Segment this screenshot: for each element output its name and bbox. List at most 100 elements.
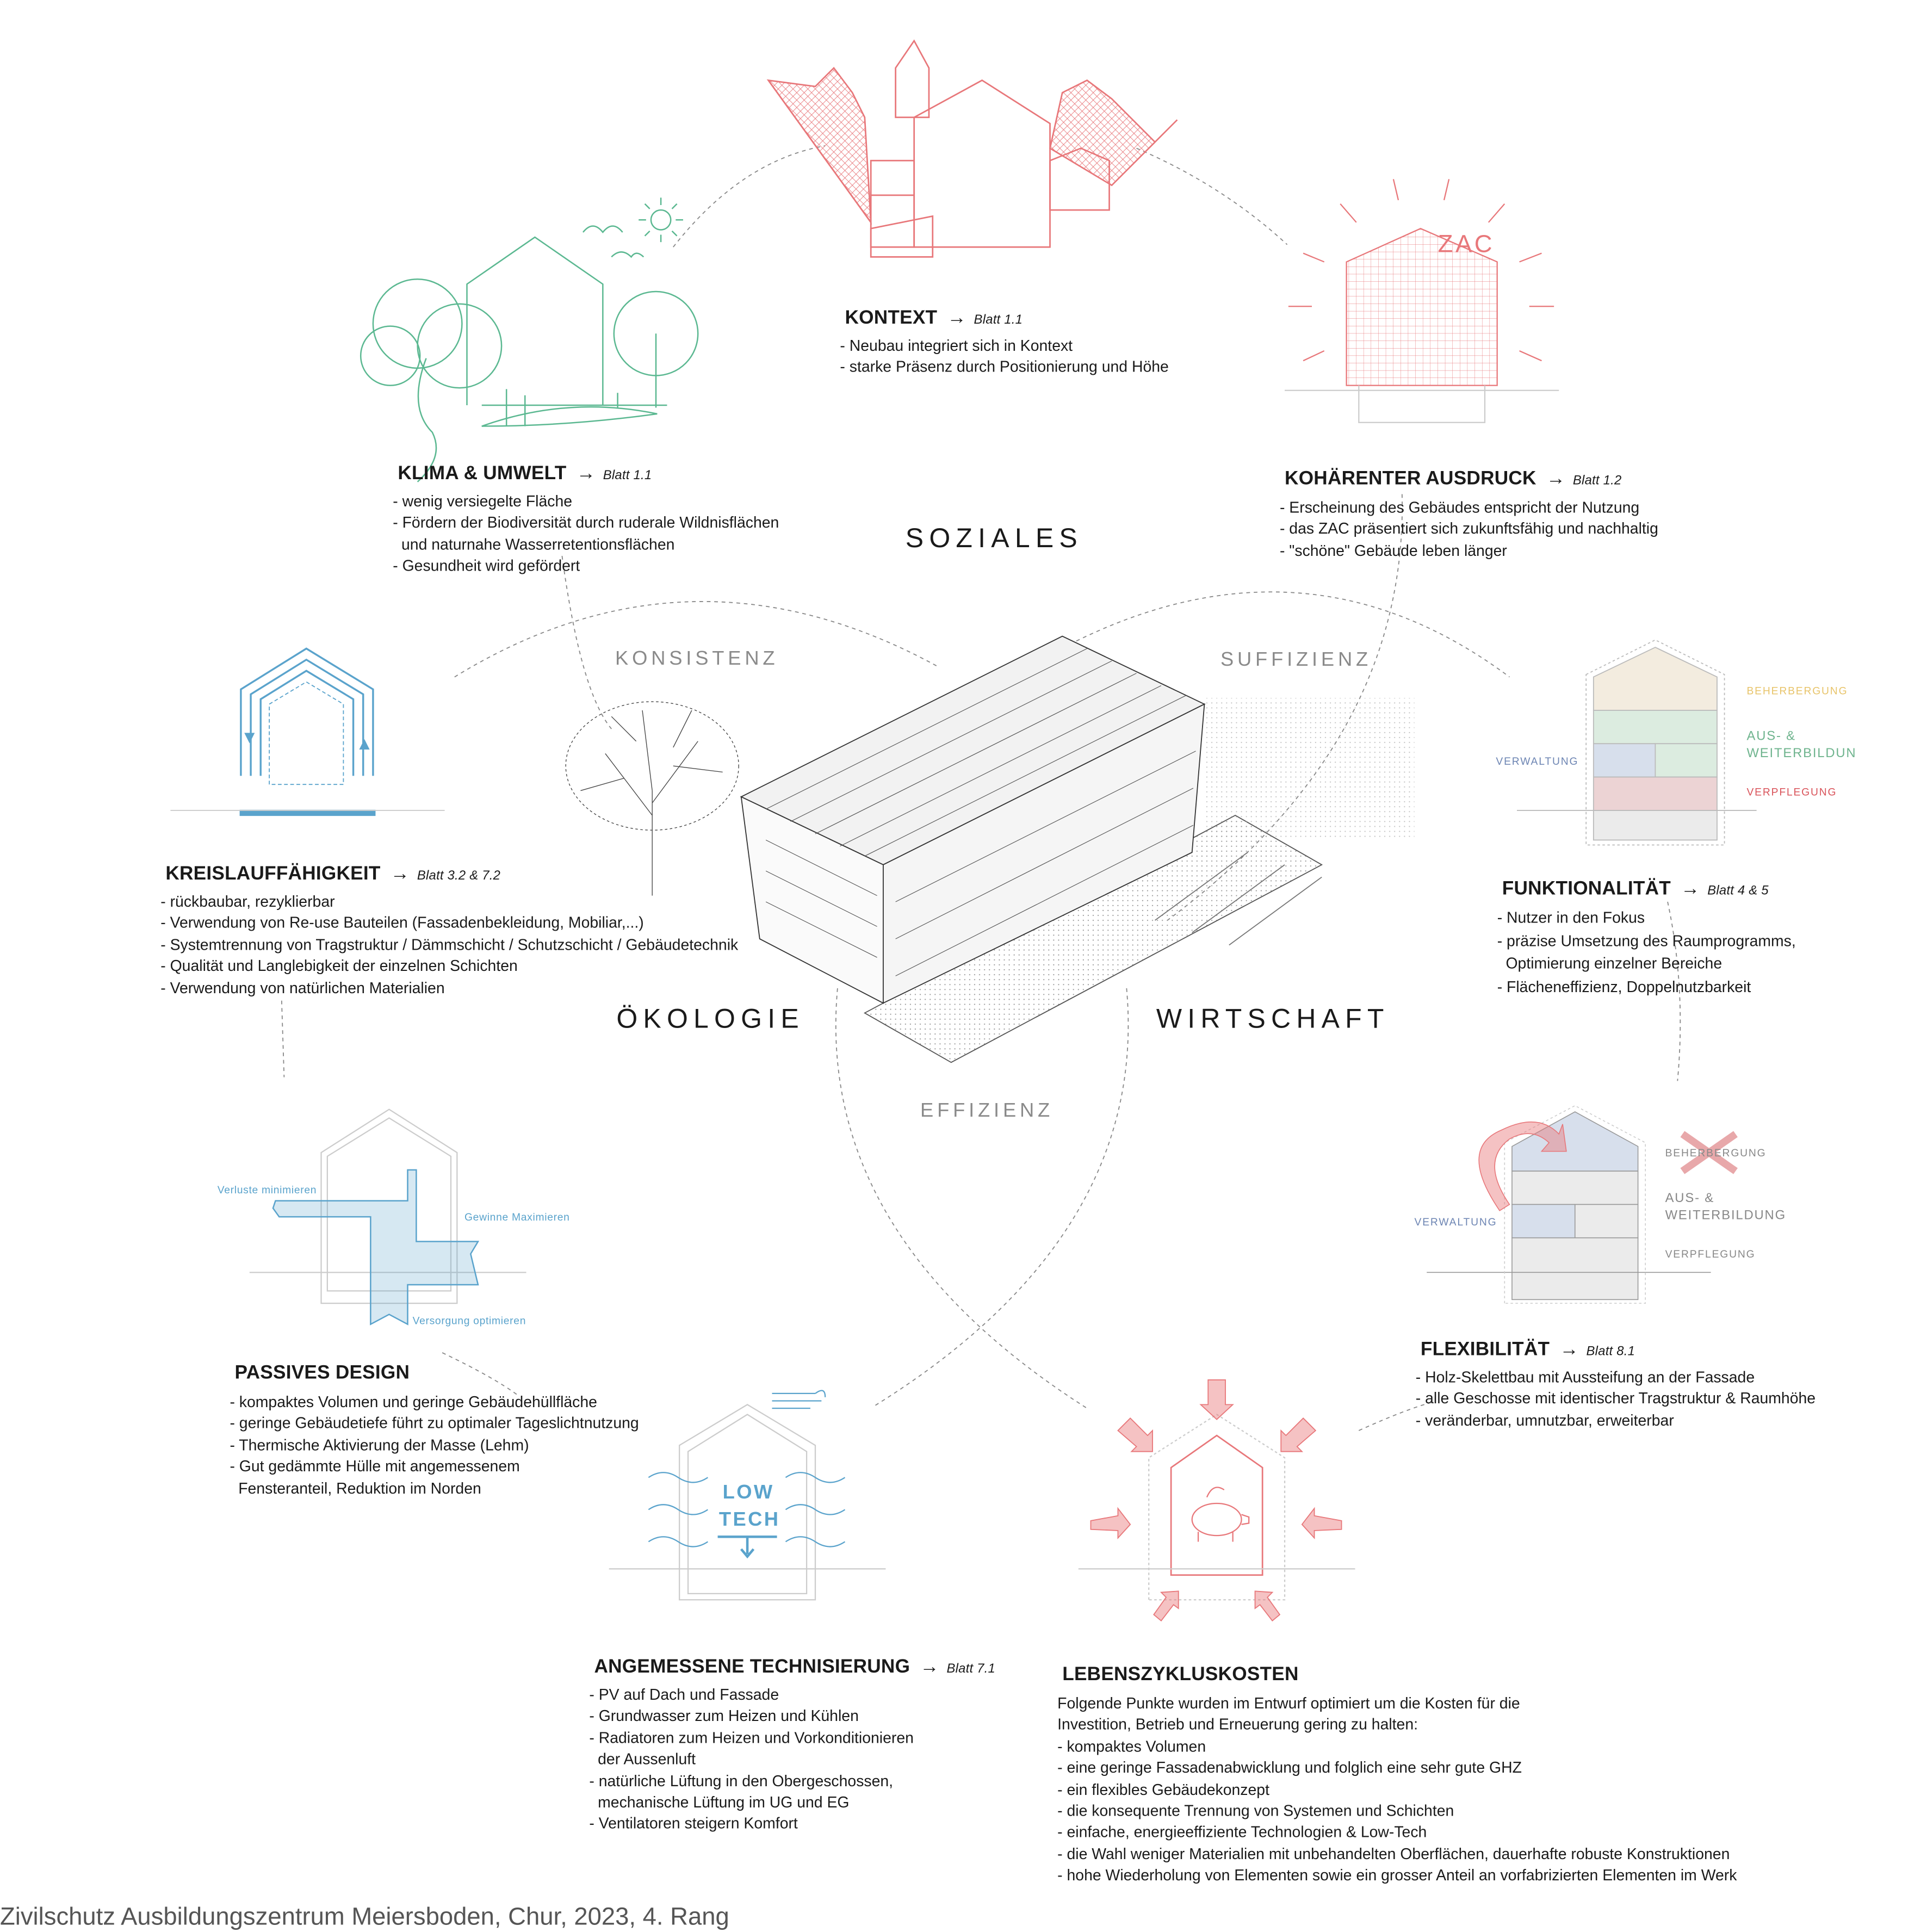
arrow-funktion-down [1667, 901, 1681, 1081]
arrow-klima-kontext [673, 145, 826, 247]
bullet: - starke Präsenz durch Positionierung un… [840, 358, 1169, 376]
arrow-icon: → [947, 307, 966, 329]
bullet: - wenig versiegelte Fläche [393, 493, 573, 511]
kosten-illustration [1078, 1379, 1355, 1622]
label-weiterbildung: WEITERBILDUN [1746, 746, 1857, 761]
bullet: - kompaktes Volumen und geringe Gebäudeh… [230, 1393, 597, 1411]
bullet: - Radiatoren zum Heizen und Vorkondition… [589, 1729, 914, 1747]
flex-label-weiterbildung: WEITERBILDUNG [1665, 1208, 1786, 1223]
footer-caption: Zivilschutz Ausbildungszentrum Meiersbod… [0, 1903, 729, 1931]
tree-illustration [565, 701, 739, 896]
arrow-icon: → [390, 863, 410, 885]
heading: ANGEMESSENE TECHNISIERUNG→Blatt 7.1 [594, 1657, 995, 1679]
lowtech-low: LOW [722, 1482, 774, 1504]
klima-illustration [360, 197, 699, 482]
arrow-icon: → [920, 1656, 939, 1678]
bullet: - Holz-Skelettbau mit Aussteifung an der… [1415, 1369, 1755, 1386]
title: KREISLAUFFÄHIGKEIT [165, 863, 381, 885]
section-kontext: KONTEXT→Blatt 1.1 - Neubau integriert si… [840, 308, 1168, 379]
sheet-ref: Blatt 1.2 [1572, 473, 1622, 488]
section-flex: FLEXIBILITÄT→Blatt 8.1 - Holz-Skelettbau… [1416, 1339, 1816, 1432]
bullet: - "schöne" Gebäude leben länger [1279, 542, 1507, 560]
heading: KOHÄRENTER AUSDRUCK → Blatt 1.2 [1285, 468, 1658, 491]
arrow-suffizienz [1050, 591, 1510, 678]
strategy-effizienz: EFFIZIENZ [920, 1100, 1054, 1122]
label-verwaltung: VERWALTUNG [1496, 754, 1579, 767]
passiv-illustration [249, 1109, 526, 1326]
title: KOHÄRENTER AUSDRUCK [1285, 468, 1536, 490]
pillar-wirtschaft: WIRTSCHAFT [1156, 1003, 1390, 1034]
strategy-suffizienz: SUFFIZIENZ [1220, 649, 1372, 671]
bullet: - Verwendung von natürlichen Materialien [160, 979, 445, 997]
bullet: - hohe Wiederholung von Elementen sowie … [1057, 1867, 1737, 1885]
arrow-icon: → [1681, 878, 1700, 900]
label-aus: AUS- & [1746, 729, 1796, 744]
bullet: und naturnahe Wasserretentionsflächen [393, 536, 675, 554]
strategy-konsistenz: KONSISTENZ [615, 648, 779, 670]
piggy-bank-icon [1191, 1487, 1250, 1542]
bullet: - veränderbar, umnutzbar, erweiterbar [1415, 1411, 1674, 1429]
pillar-soziales: SOZIALES [905, 522, 1083, 554]
bullet: - das ZAC präsentiert sich zukunftsfähig… [1279, 521, 1658, 538]
section-technik: ANGEMESSENE TECHNISIERUNG→Blatt 7.1 - PV… [589, 1657, 995, 1836]
heading: PASSIVES DESIGN [235, 1363, 639, 1385]
bullet: - Qualität und Langlebigkeit der einzeln… [160, 957, 518, 975]
label-beherbergung: BEHERBERGUNG [1746, 684, 1848, 697]
section-funktion: FUNKTIONALITÄT→Blatt 4 & 5 - Nutzer in d… [1497, 878, 1796, 998]
bullet: - Nutzer in den Fokus [1497, 909, 1645, 927]
bullet: - kompaktes Volumen [1057, 1738, 1206, 1755]
flex-label-beherbergung: BEHERBERGUNG [1665, 1146, 1767, 1159]
bullet: - einfache, energieeffiziente Technologi… [1057, 1824, 1427, 1842]
kreislauf-illustration [170, 647, 445, 816]
bullet: Optimierung einzelner Bereiche [1497, 955, 1722, 973]
flex-label-aus: AUS- & [1665, 1191, 1714, 1206]
section-klima: KLIMA & UMWELT→Blatt 1.1 - wenig versieg… [393, 463, 779, 578]
zac-logo-text: ZAC [1437, 231, 1495, 258]
label-gewinne: Gewinne Maximieren [464, 1210, 570, 1223]
title: FUNKTIONALITÄT [1502, 878, 1671, 900]
bullet: mechanische Lüftung im UG und EG [589, 1793, 850, 1811]
arrow-icon: → [576, 463, 596, 485]
kontext-illustration [766, 39, 1178, 258]
bullet: - Neubau integriert sich in Kontext [840, 337, 1073, 355]
arrow-flex [1358, 1401, 1433, 1431]
heading: FUNKTIONALITÄT→Blatt 4 & 5 [1502, 878, 1796, 901]
arrow-kontext-ausdruck [1136, 147, 1288, 245]
flex-label-verpflegung: VERPFLEGUNG [1665, 1247, 1756, 1260]
paragraph: Folgende Punkte wurden im Entwurf optimi… [1057, 1695, 1520, 1712]
title: KONTEXT [845, 307, 938, 329]
label-verluste: Verluste minimieren [217, 1183, 317, 1196]
arrow-icon: → [1546, 468, 1566, 490]
sheet-ref: Blatt 1.1 [603, 468, 652, 484]
bullet: - Fördern der Biodiversität durch rudera… [393, 514, 779, 532]
sheet-ref: Blatt 8.1 [1586, 1344, 1635, 1359]
building-axonometric [740, 635, 1415, 1063]
section-ausdruck: KOHÄRENTER AUSDRUCK → Blatt 1.2 - Erschein… [1280, 468, 1658, 562]
lowtech-tech: TECH [718, 1509, 780, 1531]
bullet: - Erscheinung des Gebäudes entspricht de… [1279, 499, 1640, 517]
flex-illustration [1427, 1105, 1738, 1304]
bullet: - Flächeneffizienz, Doppelnutzbarkeit [1497, 977, 1751, 995]
flex-label-verwaltung: VERWALTUNG [1414, 1215, 1497, 1228]
bullet: - Systemtrennung von Tragstruktur / Dämm… [160, 936, 739, 953]
funktion-illustration [1517, 639, 1757, 846]
arrow-kreislauf-down [281, 1000, 285, 1078]
arrow-effizienz-left [835, 988, 1088, 1409]
heading: LEBENSZYKLUSKOSTEN [1062, 1664, 1737, 1686]
title: LEBENSZYKLUSKOSTEN [1062, 1664, 1299, 1685]
bullet: Fensteranteil, Reduktion im Norden [230, 1479, 481, 1497]
lowtech-illustration [609, 1390, 886, 1601]
bullet: - eine geringe Fassadenabwicklung und fo… [1057, 1759, 1522, 1777]
bullet: - natürliche Lüftung in den Obergeschoss… [589, 1772, 894, 1790]
pillar-oekologie: ÖKOLOGIE [616, 1003, 804, 1034]
bullet: - präzise Umsetzung des Raumprogramms, [1497, 932, 1796, 950]
heading: KONTEXT→Blatt 1.1 [845, 308, 1169, 330]
bullet: - die konsequente Trennung von Systemen … [1057, 1802, 1454, 1820]
bullet: der Aussenluft [589, 1750, 696, 1768]
arrow-icon: → [1559, 1339, 1579, 1360]
bullet: - Gesundheit wird gefördert [393, 557, 580, 575]
bullet: - alle Geschosse mit identischer Tragstr… [1415, 1390, 1816, 1408]
title: PASSIVES DESIGN [234, 1363, 410, 1384]
